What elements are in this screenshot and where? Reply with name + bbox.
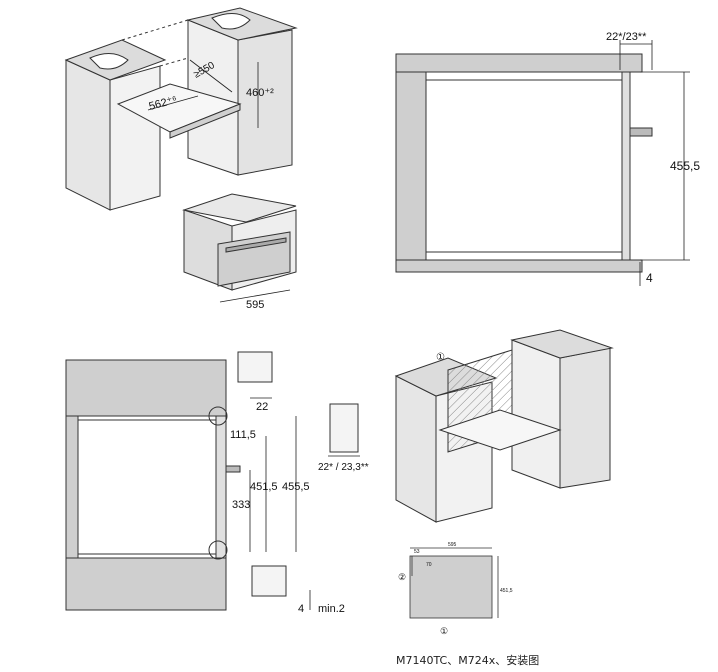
dim-front-top-gap: 22	[256, 401, 268, 413]
cabinet-left-wall	[395, 71, 427, 261]
front-oven-panel	[215, 415, 227, 559]
dim-appliance-width: 595	[246, 299, 264, 311]
oven-front-panel	[621, 71, 631, 261]
detail-label: 22* / 23,3**	[318, 462, 369, 473]
dim-side-height: 455,5	[670, 159, 700, 173]
oven-body-section	[425, 79, 627, 253]
niche-top-outline	[121, 19, 189, 41]
detail-box-bottom	[251, 565, 287, 597]
niche-right-cabinet-side	[559, 347, 611, 489]
niche-shelf-2	[438, 409, 562, 451]
detail-circle-bottom	[208, 540, 228, 560]
niche-right-top	[510, 329, 614, 359]
plan-dim-side: 451,5	[500, 588, 513, 594]
dim-front-mid: 451,5	[250, 481, 278, 493]
front-knob	[225, 465, 241, 473]
front-top-block	[65, 359, 227, 417]
figure-caption: M7140TC、M724x、安装图	[396, 654, 540, 667]
iso-dimensions	[147, 59, 259, 128]
right-worktop-cutout	[211, 13, 251, 30]
oven-width-dimline	[219, 289, 291, 303]
detail-circle-top	[208, 406, 228, 426]
dim-side-gap: 22*/23**	[606, 31, 647, 43]
left-cabinet-front	[65, 59, 111, 211]
oven-door	[217, 231, 291, 287]
plan-dim-a: 53	[414, 549, 420, 555]
left-worktop-cutout	[89, 53, 129, 70]
plan-dim-top: 595	[448, 542, 457, 548]
dim-front-bottom: 4	[298, 603, 304, 615]
front-dimensions	[249, 397, 360, 610]
detail-box-top	[237, 351, 273, 383]
iso-cabinet-panel	[64, 7, 298, 211]
cabinet-top-block	[395, 53, 643, 73]
left-cabinet-side	[109, 65, 161, 211]
plan-dim-b: 70	[426, 562, 432, 568]
niche-back-outline	[159, 57, 189, 67]
dim-front-lower: 333	[232, 499, 250, 511]
plan-outline	[409, 555, 493, 619]
marker-3: ①	[440, 626, 448, 636]
dim-front-min: min.2	[318, 603, 345, 615]
oven-top	[182, 193, 297, 223]
front-left-wall	[65, 415, 79, 559]
iso-niche-panel	[394, 329, 614, 523]
side-section-panel	[395, 53, 653, 273]
cabinet-bottom-block	[395, 259, 643, 273]
front-oven-body	[77, 419, 217, 555]
oven-handle	[225, 237, 287, 253]
front-section-panel	[65, 351, 359, 611]
dim-side-bottom: 4	[646, 271, 653, 285]
dim-front-total: 455,5	[282, 481, 310, 493]
marker-1: ①	[436, 352, 445, 363]
oven-knob	[629, 127, 653, 137]
plan-view	[409, 547, 499, 619]
niche-shelf-edge	[169, 103, 241, 139]
front-bottom-block	[65, 557, 227, 611]
niche-left-cabinet-front	[395, 375, 437, 523]
right-cabinet-side	[237, 29, 293, 176]
dim-front-upper: 111,5	[230, 429, 256, 441]
oven-appliance	[182, 193, 297, 291]
dim-niche-height: 460⁺²	[246, 87, 274, 99]
side-dimensions	[619, 40, 690, 286]
marker-2: ②	[398, 572, 406, 582]
detail-box-side	[329, 403, 359, 453]
niche-right-cabinet-back	[511, 339, 561, 489]
